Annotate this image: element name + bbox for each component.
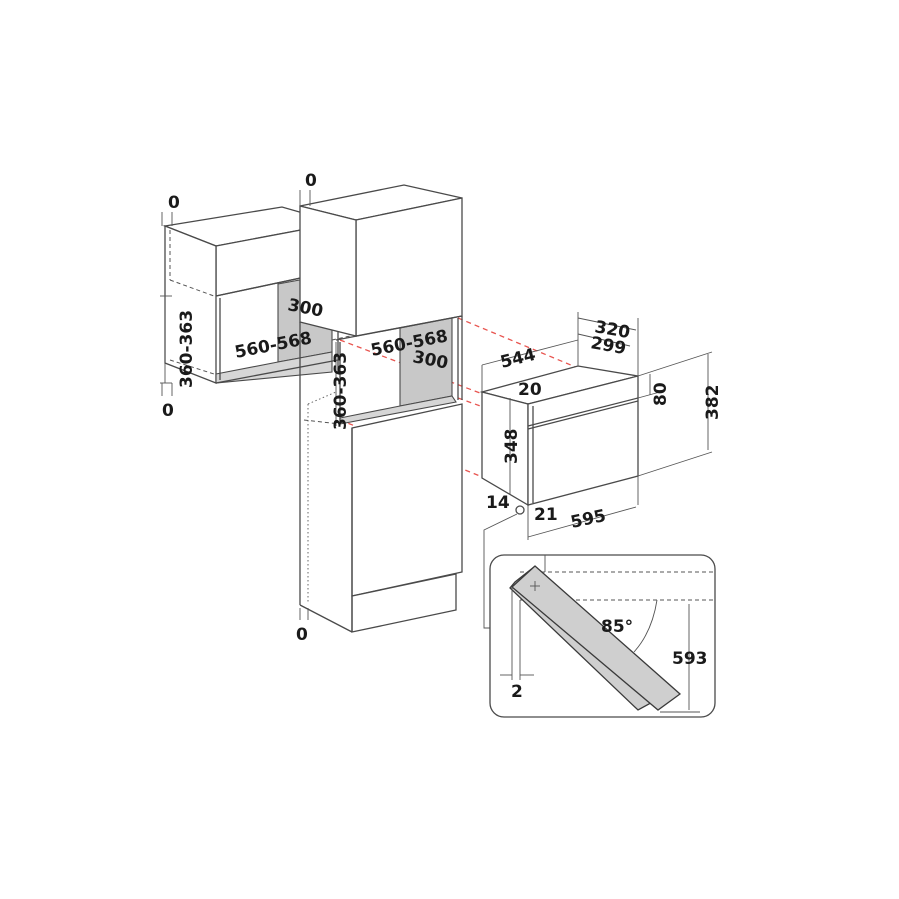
front-thickness-label: 21: [534, 505, 558, 525]
body-width-label: 544: [498, 345, 537, 373]
total-height-label: 382: [703, 385, 723, 421]
opening-angle-label: 85°: [601, 617, 633, 637]
hinge-offset-label: 2: [511, 682, 523, 702]
front-offset-label: 20: [518, 380, 542, 400]
front-width-label: 595: [569, 506, 608, 533]
wall-top-clearance-label: 0: [168, 193, 180, 213]
wall-niche-height-label: 360-363: [177, 310, 197, 388]
bottom-offset-label: 14: [486, 493, 510, 513]
control-band-height-label: 80: [651, 382, 671, 406]
column-niche-height-label: 360-363: [331, 352, 351, 430]
door-clearance-label: 593: [672, 649, 708, 669]
door-detail: [489, 554, 716, 718]
body-height-label: 348: [502, 429, 522, 465]
appliance: [479, 365, 639, 629]
tall-column: [299, 184, 463, 633]
wall-bottom-clearance-label: 0: [162, 401, 174, 421]
dimension-lines: [160, 190, 713, 620]
column-bottom-clearance-label: 0: [296, 625, 308, 645]
column-top-clearance-label: 0: [305, 171, 317, 191]
